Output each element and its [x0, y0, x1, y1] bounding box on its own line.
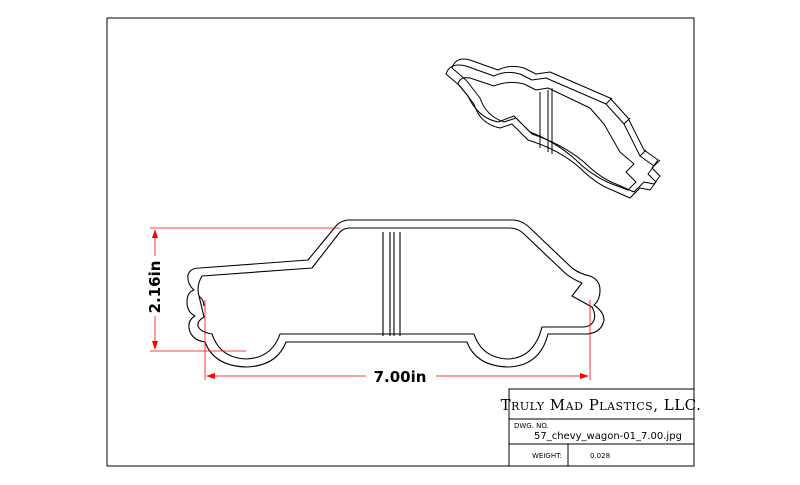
iso-front-outline [445, 64, 657, 199]
company-name: Truly Mad Plastics, LLC. [501, 396, 702, 414]
drawing-border [106, 17, 695, 467]
height-arrow-bottom [152, 341, 158, 350]
dimension-arrows [152, 229, 589, 379]
height-arrow-top [152, 229, 158, 238]
iso-back-outline [451, 58, 661, 193]
width-label-bg [366, 367, 436, 385]
width-dimension-label: 7.00in [374, 368, 427, 386]
cutter-inner-outline [197, 227, 596, 360]
height-label-bg [146, 256, 164, 316]
width-arrow-right [580, 373, 589, 379]
title-block [508, 388, 695, 467]
weight-value: 0.028 [590, 452, 610, 460]
cutter-outer-outline [186, 219, 605, 368]
iso-inner-outline [457, 77, 637, 191]
title-block-frame [508, 388, 695, 467]
dwg-no-label: DWG. NO. [514, 422, 549, 430]
isometric-view [445, 58, 661, 199]
height-dimension-label: 2.16in [146, 261, 164, 314]
iso-edge-strip [605, 97, 661, 167]
iso-pillar [539, 88, 553, 154]
width-arrow-left [206, 373, 215, 379]
side-view-outline [186, 219, 605, 368]
rear-fin-detail [198, 295, 205, 307]
weight-label: WEIGHT: [532, 452, 562, 460]
dwg-no-value: 57_chevy_wagon-01_7.00.jpg [534, 431, 682, 442]
